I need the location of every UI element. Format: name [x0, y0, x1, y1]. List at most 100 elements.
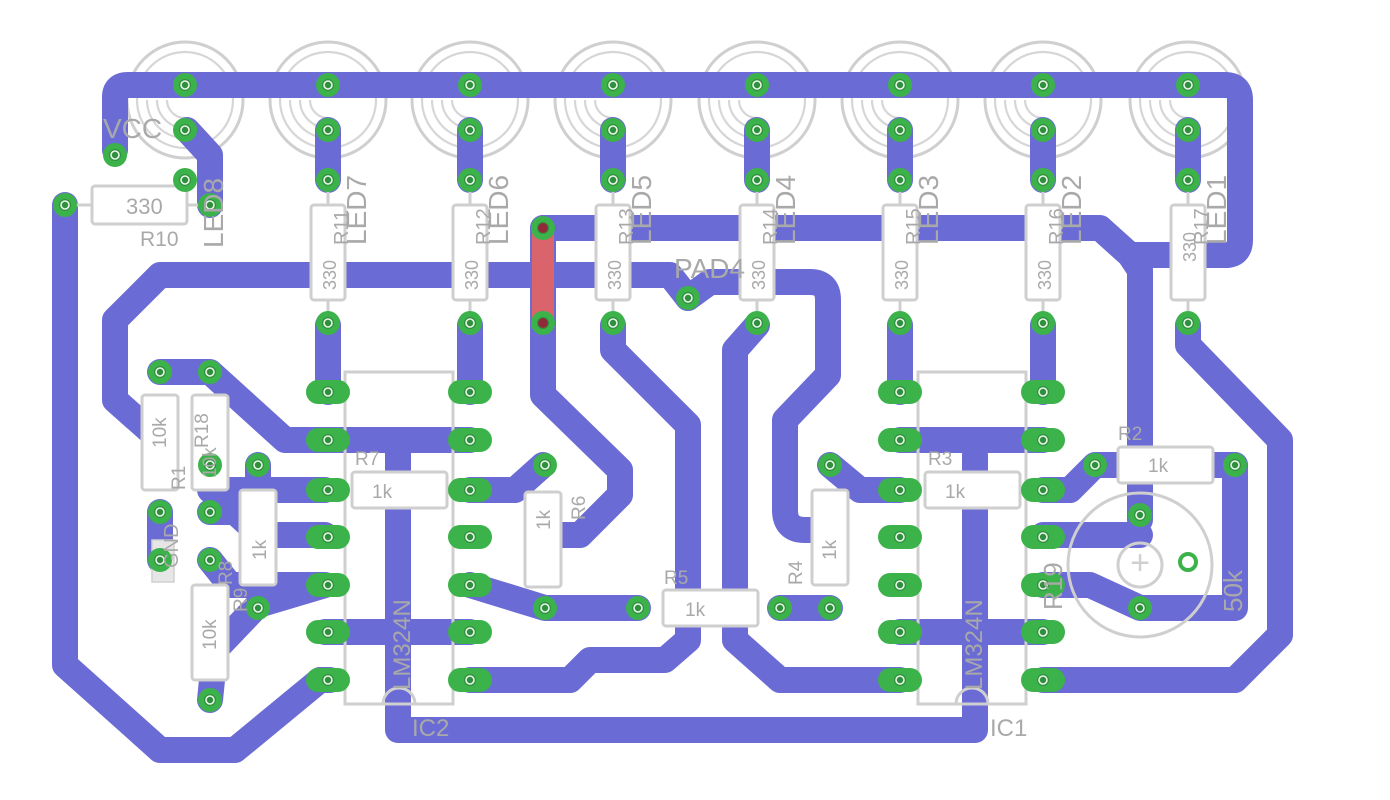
r7-value: 1k: [372, 482, 393, 503]
solder-pad: [601, 73, 625, 97]
pad-drill-ring: [608, 125, 618, 135]
pad-drill-ring: [323, 435, 333, 445]
pad-drill-ring: [752, 175, 762, 185]
solder-pad: [306, 573, 350, 597]
solder-pad: [1021, 525, 1065, 549]
r9-value: 1k: [250, 539, 271, 560]
solder-pad: [316, 168, 340, 192]
led-resistor-value: 330: [892, 260, 912, 290]
pad-drill-ring: [323, 627, 333, 637]
led-label: LED5: [626, 175, 657, 245]
solder-pad: [173, 168, 197, 192]
led-resistor-label: R16: [1046, 208, 1068, 245]
led-arc: [880, 99, 901, 120]
solder-pad: [148, 360, 172, 384]
pad-drill-ring: [1038, 675, 1048, 685]
jumper-end: [538, 318, 548, 328]
solder-pad: [103, 143, 127, 167]
solder-pad: [1031, 118, 1055, 142]
pad-drill-ring: [323, 675, 333, 685]
r5-label: R5: [664, 568, 688, 589]
r5-body: [661, 588, 760, 628]
pad-drill-ring: [683, 293, 693, 303]
led-resistor-label: R15: [903, 208, 925, 245]
solder-pad: [1223, 453, 1247, 477]
pad-drill-ring: [155, 555, 165, 565]
pad-drill-ring: [323, 387, 333, 397]
pad-drill-ring: [895, 80, 905, 90]
jumper-end: [538, 223, 548, 233]
r4-body: [810, 488, 850, 587]
pot-value: 50k: [1218, 569, 1248, 612]
led-resistor-value: 330: [1035, 260, 1055, 290]
led-label: LED7: [341, 175, 372, 245]
solder-pad: [601, 168, 625, 192]
r18-value: 10k: [200, 447, 221, 478]
pad-drill-ring: [752, 80, 762, 90]
solder-pad: [1021, 620, 1065, 644]
copper-traces: [52, 72, 1293, 763]
trace-bottom-bus: [385, 442, 988, 743]
solder-pad: [53, 193, 77, 217]
labels: VCC PAD4 330 R10 IC2 IC1 LM324N LM324N R…: [103, 113, 1248, 742]
pad-drill-ring: [465, 175, 475, 185]
solder-pad: [1031, 73, 1055, 97]
pad-drill-ring: [205, 367, 215, 377]
ic1-notch: [954, 686, 990, 705]
pad-drill-ring: [1183, 80, 1193, 90]
solder-pad: [306, 525, 350, 549]
r4-value: 1k: [820, 539, 841, 560]
gnd-label: GND: [161, 524, 183, 568]
solder-pad: [458, 73, 482, 97]
pad-drill-ring: [180, 175, 190, 185]
r5-value: 1k: [685, 600, 706, 621]
r1-value: 10k: [150, 417, 171, 448]
pad-drill-ring: [465, 580, 475, 590]
pad-drill-ring: [465, 80, 475, 90]
led-label: LED8: [198, 178, 229, 248]
r18-label: R18: [192, 413, 213, 448]
solder-pad: [1031, 168, 1055, 192]
trace-vcc-bus: [102, 72, 1253, 268]
pad-drill-ring: [60, 200, 70, 210]
solder-pad: [458, 311, 482, 335]
pad-drill-ring: [1090, 460, 1100, 470]
led-resistor-value: 330: [462, 260, 482, 290]
solder-pad: [1021, 380, 1065, 404]
led-arc: [450, 99, 471, 120]
r7-body: [350, 470, 449, 510]
led-label: LED6: [483, 175, 514, 245]
solder-pad: [878, 668, 922, 692]
pad-drill-ring: [608, 175, 618, 185]
led-label: LED1: [1201, 175, 1232, 245]
pad-drill-ring: [895, 125, 905, 135]
led-arc: [308, 99, 329, 120]
solder-pad: [1021, 428, 1065, 452]
pad-drill-ring: [465, 485, 475, 495]
led-arc: [1168, 99, 1189, 120]
pad-drill-ring: [895, 387, 905, 397]
solder-pad: [601, 311, 625, 335]
led-resistor-label: R12: [473, 208, 495, 245]
r8-value: 10k: [200, 619, 221, 650]
trace-r8-ic: [197, 547, 338, 618]
solder-pad: [448, 380, 492, 404]
solder-pad: [198, 500, 222, 524]
r9-label: R9: [231, 588, 252, 612]
solder-pad: [533, 596, 557, 620]
led-arc: [165, 99, 186, 120]
r1-body: [140, 393, 180, 492]
pad-drill-ring: [205, 200, 215, 210]
solder-pad: [316, 311, 340, 335]
solder-pad: [198, 360, 222, 384]
pad-drill-ring: [1038, 485, 1048, 495]
r9-body: [238, 488, 278, 587]
pad-drill-ring: [1183, 318, 1193, 328]
ic2-part: LM324N: [389, 599, 416, 690]
solder-pad: [306, 478, 350, 502]
pad-drill-ring: [608, 80, 618, 90]
solder-pad: [888, 311, 912, 335]
solder-pad: [745, 73, 769, 97]
solder-pad: [676, 286, 700, 310]
solder-pad: [878, 380, 922, 404]
